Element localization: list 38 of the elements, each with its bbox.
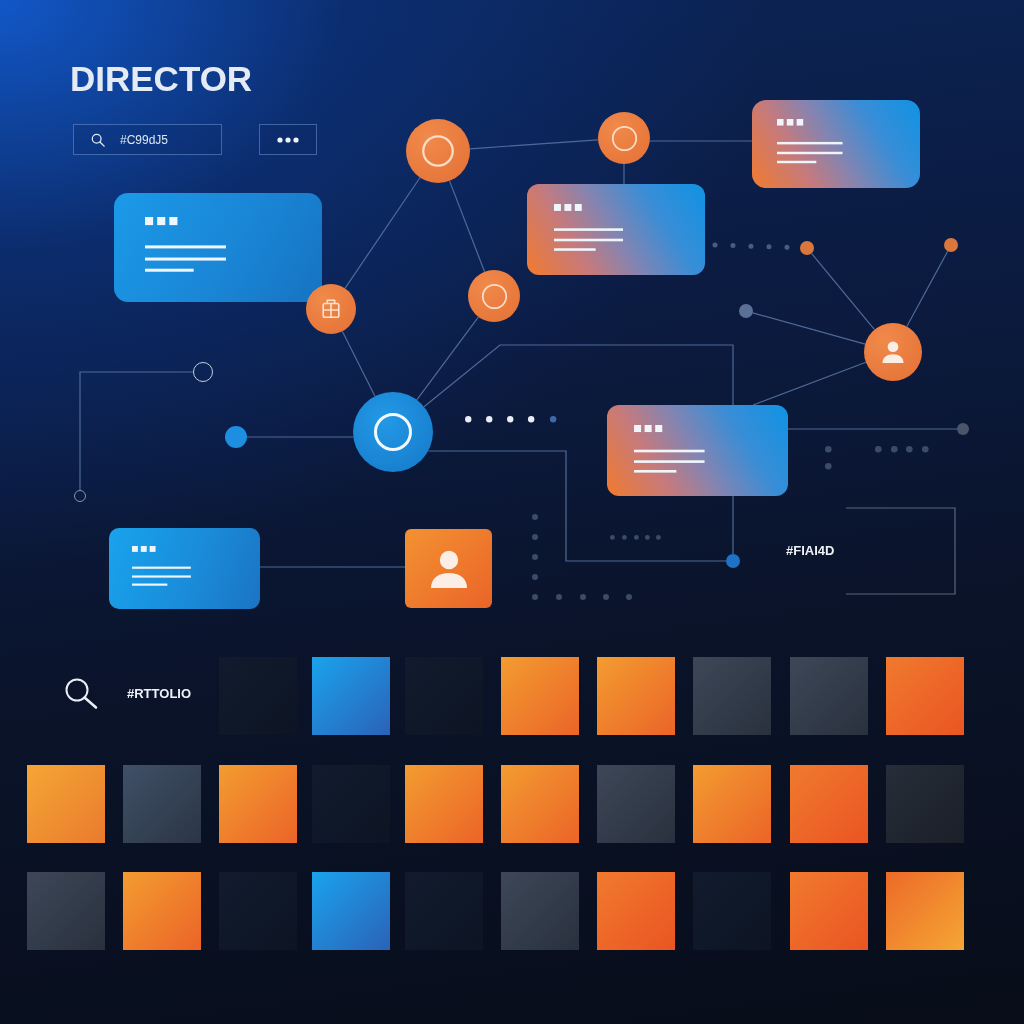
connector-line (649, 140, 753, 142)
content-card (607, 405, 788, 496)
connector-line (623, 163, 625, 185)
connector-line (344, 176, 421, 289)
connector-line (906, 250, 949, 328)
connector-line (416, 316, 480, 401)
content-card (114, 193, 322, 302)
hashtag-text: #RTTOLIO (127, 686, 192, 702)
connector-dot (225, 426, 247, 448)
connector-line (341, 330, 376, 397)
connector-line (810, 252, 876, 331)
node-circle (468, 270, 520, 322)
connector-dot (739, 304, 753, 318)
node-circle (598, 112, 650, 164)
connector-line (423, 344, 734, 408)
connector-dot (726, 554, 740, 568)
node-circle (306, 284, 356, 334)
content-card (109, 528, 260, 609)
search-field: #C99dJ5 (73, 124, 222, 155)
content-card (752, 100, 920, 188)
connector-line (787, 428, 958, 430)
connector-line (246, 436, 354, 438)
connector-dot (800, 241, 814, 255)
avatar-circle (864, 323, 922, 381)
connector-line (732, 495, 734, 555)
connector-line (427, 450, 727, 562)
connector-line (79, 371, 194, 491)
connector-dot (957, 423, 969, 435)
content-card (527, 184, 705, 275)
connector-line (752, 312, 866, 345)
connector-dot (944, 238, 958, 252)
connector-line (752, 361, 867, 406)
diagram-title: DIRECTOR (70, 58, 253, 100)
avatar-tile (405, 529, 492, 608)
connector-line (469, 139, 599, 150)
connector-line (448, 180, 486, 273)
hashtag-text: #FIAI4D (786, 543, 835, 559)
connector-line (259, 566, 406, 568)
